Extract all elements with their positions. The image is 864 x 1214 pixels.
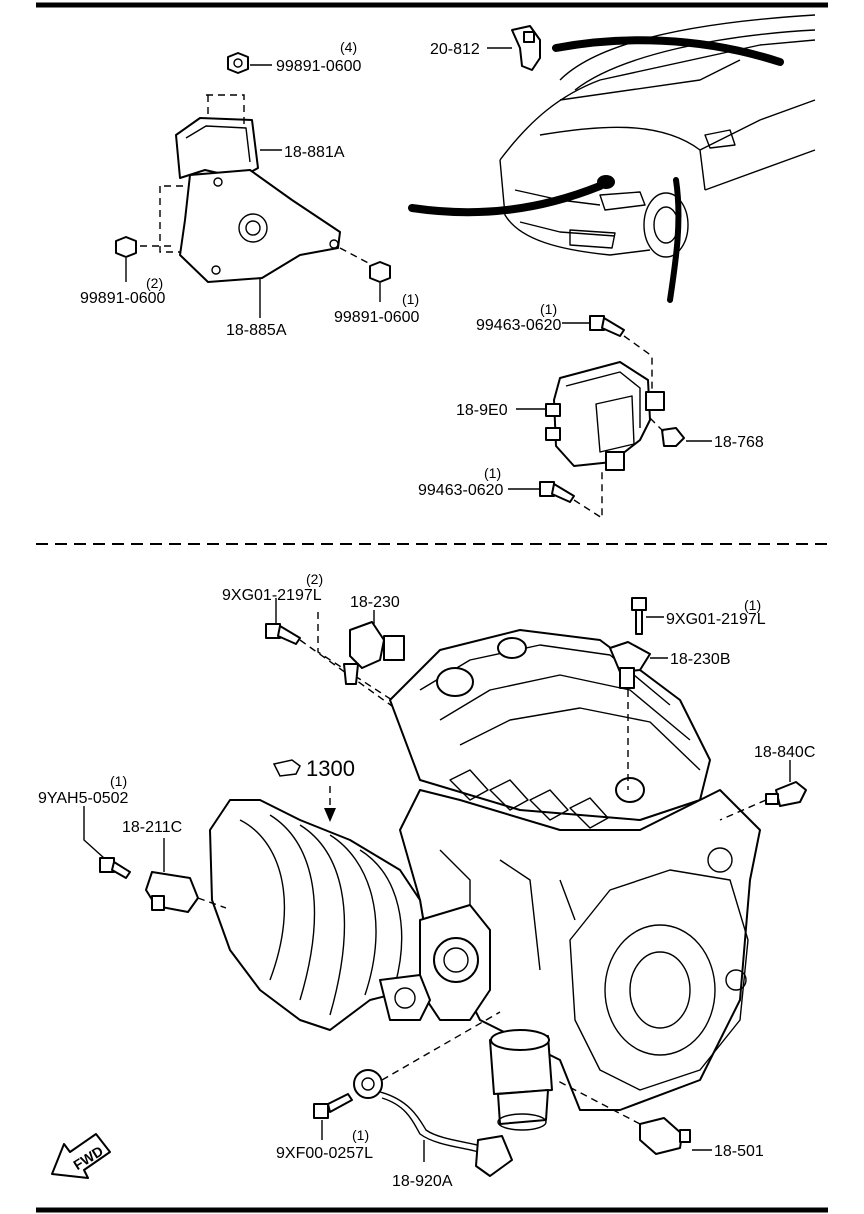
label-18-211C: 18-211C <box>122 819 182 836</box>
qty-right: (1) <box>402 291 419 307</box>
part-18-211C-sensor[interactable]: 18-211C <box>122 819 199 913</box>
part-18-230-sensor[interactable]: 18-230 <box>343 594 405 685</box>
label-99463-0620-top: 99463-0620 <box>476 317 562 334</box>
label-99891-0600-top: 99891-0600 <box>276 58 362 75</box>
part-bolt-9XF00-0257L[interactable]: (1) 9XF00-0257L <box>276 1093 373 1162</box>
part-nut-99891-0600-top[interactable]: (4) 99891-0600 <box>227 39 362 75</box>
label-9XF00-0257L: 9XF00-0257L <box>276 1145 373 1162</box>
intake-manifold <box>209 799 491 1031</box>
label-99891-0600-right: 99891-0600 <box>334 309 420 326</box>
label-18-885A: 18-885A <box>226 322 287 339</box>
label-99463-0620-bottom: 99463-0620 <box>418 482 504 499</box>
qty-99463-bottom: (1) <box>484 465 501 481</box>
part-bolt-9XG01-2197L-right[interactable]: (1) 9XG01-2197L <box>631 597 766 635</box>
part-bolt-9YAH5-0502[interactable]: (1) 9YAH5-0502 <box>38 773 131 879</box>
label-18-230: 18-230 <box>350 594 400 611</box>
part-18-501-switch[interactable]: 18-501 <box>639 1117 764 1160</box>
part-nut-99891-0600-right[interactable]: (1) 99891-0600 <box>334 261 420 326</box>
label-18-881A: 18-881A <box>284 144 345 161</box>
label-18-230B: 18-230B <box>670 651 731 668</box>
label-99891-0600-left: 99891-0600 <box>80 290 166 307</box>
qty-9XF00: (1) <box>352 1127 369 1143</box>
qty-9XG01-right: (1) <box>744 597 761 613</box>
callout-swoosh-left <box>408 182 604 217</box>
label-9XG01-2197L-left: 9XG01-2197L <box>222 587 322 604</box>
label-9YAH5-0502: 9YAH5-0502 <box>38 790 129 807</box>
part-nut-18-768[interactable]: 18-768 <box>649 417 764 451</box>
part-bolt-99463-0620-top[interactable]: (1) 99463-0620 <box>476 301 625 337</box>
engine-illustration <box>389 629 761 1131</box>
pointing-hand-icon <box>272 759 301 777</box>
vehicle-illustration <box>408 14 816 303</box>
part-bolt-99463-0620-bottom[interactable]: (1) 99463-0620 <box>418 465 575 503</box>
ref-1300: 1300 <box>272 756 355 822</box>
label-18-9E0: 18-9E0 <box>456 402 508 419</box>
part-18-230B-sensor[interactable]: 18-230B <box>609 641 731 689</box>
qty-9YAH5: (1) <box>110 773 127 789</box>
label-18-920A: 18-920A <box>392 1173 453 1190</box>
part-18-920A-sensor[interactable]: 18-920A <box>353 1069 513 1190</box>
part-20-812[interactable]: 20-812 <box>430 25 541 71</box>
part-bolt-9XG01-2197L-left[interactable]: (2) 9XG01-2197L <box>222 571 323 645</box>
qty-9XG01-left: (2) <box>306 571 323 587</box>
callout-swoosh-top <box>552 36 784 66</box>
label-1300: 1300 <box>306 756 355 781</box>
label-18-501: 18-501 <box>714 1143 764 1160</box>
label-20-812: 20-812 <box>430 41 480 58</box>
part-18-881A-cover[interactable]: 18-881A <box>175 117 345 179</box>
part-18-840C-sensor[interactable]: 18-840C <box>754 744 815 807</box>
part-nut-99891-0600-left[interactable]: (2) 99891-0600 <box>80 236 166 307</box>
label-18-840C: 18-840C <box>754 744 815 761</box>
part-18-9E0-module[interactable]: 18-9E0 <box>456 361 665 471</box>
callout-swoosh-right <box>667 177 682 303</box>
label-9XG01-2197L-right: 9XG01-2197L <box>666 611 766 628</box>
fwd-arrow: FWD <box>51 1133 111 1179</box>
qty-99463-top: (1) <box>540 301 557 317</box>
label-18-768: 18-768 <box>714 434 764 451</box>
part-18-885A-bracket[interactable]: 18-885A <box>179 169 341 339</box>
qty-top: (4) <box>340 39 357 55</box>
qty-left: (2) <box>146 275 163 291</box>
